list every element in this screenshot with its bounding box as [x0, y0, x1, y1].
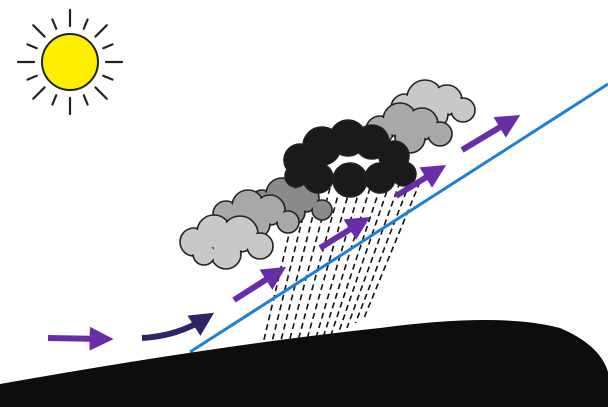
air-arrow — [462, 120, 512, 150]
sun-ray — [84, 95, 88, 104]
sun-ray — [52, 20, 56, 29]
sun-ray — [28, 76, 37, 80]
rain-streak — [339, 182, 391, 333]
sun-ray — [103, 44, 112, 48]
sun-ray — [28, 44, 37, 48]
mountain-ground — [0, 320, 608, 407]
sun-ray — [33, 25, 44, 36]
sun-ray — [95, 25, 106, 36]
sun-ray — [33, 87, 44, 98]
sun-ray — [103, 76, 112, 80]
sun-ray — [84, 20, 88, 29]
air-arrow — [142, 318, 206, 338]
air-arrow — [48, 338, 104, 339]
sun-ray — [95, 87, 106, 98]
sun-icon — [18, 10, 122, 114]
rain-streak — [347, 182, 400, 328]
air-arrow — [234, 272, 278, 300]
sun-disc — [42, 34, 98, 90]
sun-ray — [52, 95, 56, 104]
rain-streak — [330, 188, 380, 338]
